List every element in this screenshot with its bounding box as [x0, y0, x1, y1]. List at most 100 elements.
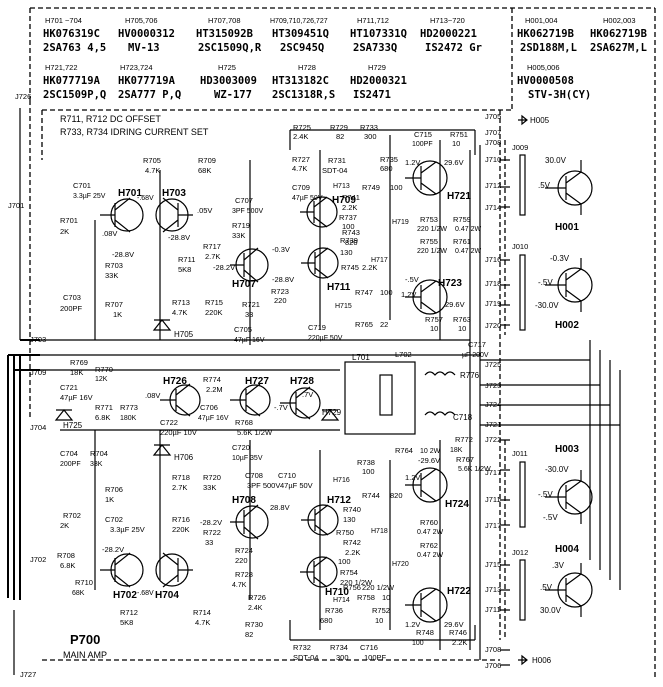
label-r720: R724 [235, 546, 253, 555]
svg-text:-.5V: -.5V [538, 490, 553, 499]
svg-text:18K: 18K [450, 447, 463, 454]
table-ref: H728 [298, 63, 316, 72]
table-ref: H721,722 [45, 63, 78, 72]
label-r722: C708 [245, 471, 263, 480]
transistor-h703: H703 [155, 188, 193, 233]
svg-text:H001: H001 [555, 222, 579, 233]
component-labels: R701 2K C701 3.3µF 25V R703 33K R705 4.7… [57, 123, 491, 662]
label-r769: C721 [60, 383, 78, 392]
svg-text:-30.0V: -30.0V [535, 301, 559, 310]
svg-text:1K: 1K [113, 310, 122, 319]
jack-j715: J715 [485, 560, 501, 569]
label-r775: L702 [395, 350, 412, 359]
svg-text:L701: L701 [352, 353, 370, 362]
transistor-h702: H702 [100, 552, 144, 601]
label-c708: R728 [235, 570, 253, 579]
svg-text:5K8: 5K8 [178, 265, 191, 274]
svg-text:.5V: .5V [540, 583, 553, 592]
label-r771: C722 [160, 418, 178, 427]
svg-text:47µF 16V: 47µF 16V [60, 393, 93, 402]
label-c706: C720 [232, 443, 250, 452]
label-r770: R771 [95, 403, 113, 412]
label-r738: R750 [336, 528, 354, 537]
label-r750: R758 [357, 593, 375, 602]
transistors: H701 H703 H707 H709 H711 [100, 160, 471, 623]
svg-text:47µF 50V: 47µF 50V [280, 481, 313, 490]
label-c705: C705 [234, 325, 252, 334]
svg-text:29.6V: 29.6V [445, 300, 465, 309]
label-r733: R733 [360, 123, 378, 132]
svg-text:30.0V: 30.0V [540, 606, 562, 615]
svg-text:4.7K: 4.7K [292, 164, 307, 173]
jack-j010: J010 [512, 242, 528, 251]
svg-text:H707: H707 [232, 279, 256, 290]
svg-text:H002: H002 [555, 320, 579, 331]
svg-text:.08V: .08V [102, 229, 117, 238]
svg-text:H004: H004 [555, 544, 579, 555]
table-part: HT315092B [196, 28, 253, 40]
svg-text:100: 100 [342, 222, 355, 231]
table-row-1: H701 ~704 HK076319C 2SA763 4,5 H705,706 … [43, 16, 482, 54]
jack-j702: J702 [30, 555, 46, 564]
label-c702: R710 [75, 578, 93, 587]
diode-h716: H716 [333, 477, 350, 484]
table-sub: 2SA733Q [353, 42, 397, 54]
label-r719: R719 [232, 221, 250, 230]
jack-j707: J707 [485, 128, 501, 137]
svg-text:100: 100 [390, 183, 403, 192]
svg-text:12K: 12K [95, 376, 108, 383]
svg-text:-28.8V: -28.8V [112, 250, 134, 259]
jack-j706: J706 [485, 661, 501, 670]
output-h001: 30.0V .5V H001 [538, 156, 593, 233]
diodes: H005 H006 H705 H706 H725 H729 H713 H715 [54, 114, 552, 666]
svg-text:220: 220 [274, 296, 287, 305]
transistor-h722: H722 [405, 586, 471, 623]
jack-j709: J709 [30, 368, 46, 377]
svg-text:µF 200V: µF 200V [462, 352, 489, 359]
svg-text:82: 82 [245, 630, 253, 639]
label-r745: R745 [341, 263, 359, 272]
label-r729: R729 [330, 123, 348, 132]
transistor-h708: H708 [230, 495, 269, 540]
coils: L701 R776 C718 [344, 353, 480, 435]
label-r730: R734 [330, 643, 348, 652]
svg-text:-30.0V: -30.0V [545, 465, 569, 474]
label-c704: R702 [63, 511, 81, 520]
svg-text:4.7K: 4.7K [145, 166, 160, 175]
svg-text:130: 130 [340, 248, 353, 257]
svg-text:C718: C718 [453, 413, 473, 422]
table-sub: 2SA763 4,5 [43, 42, 106, 54]
svg-text:10 2W: 10 2W [420, 448, 441, 455]
svg-text:47µF 16V: 47µF 16V [198, 415, 229, 422]
table-sub: 2SC1318R,S [272, 89, 335, 101]
table-sub: MV-13 [128, 42, 160, 54]
table-part: HD3003009 [200, 75, 257, 87]
svg-text:220K: 220K [172, 525, 190, 534]
label-r708: R712 [120, 608, 138, 617]
label-r707: R707 [105, 300, 123, 309]
svg-text:-.5V: -.5V [543, 513, 558, 522]
label-r735: R735 [380, 155, 398, 164]
diode-h005: H005 [518, 114, 550, 126]
svg-text:H706: H706 [174, 453, 194, 462]
svg-text:H718: H718 [371, 528, 388, 535]
svg-text:820: 820 [390, 491, 403, 500]
svg-text:68K: 68K [72, 590, 85, 597]
label-c710: R726 [248, 593, 266, 602]
svg-text:820: 820 [345, 238, 358, 247]
label-r713: R713 [172, 298, 190, 307]
svg-text:-.7V: -.7V [274, 403, 288, 412]
svg-text:H721: H721 [447, 191, 471, 202]
svg-text:2K: 2K [60, 521, 69, 530]
table-part: HT313182C [272, 75, 329, 87]
svg-text:680: 680 [380, 164, 393, 173]
jack-j726: J726 [15, 92, 31, 101]
transistor-h701: H701 [100, 188, 144, 233]
svg-text:-28.8V: -28.8V [272, 275, 294, 284]
svg-text:H708: H708 [232, 495, 256, 506]
label-r774: R768 [235, 418, 253, 427]
svg-text:2.4K: 2.4K [248, 605, 263, 612]
transistor-h723: H723 [405, 278, 462, 315]
table-side: H001,004 HK062719B 2SD188M,L H002,003 HK… [517, 16, 647, 101]
jack-j711b: J711 [485, 605, 501, 614]
